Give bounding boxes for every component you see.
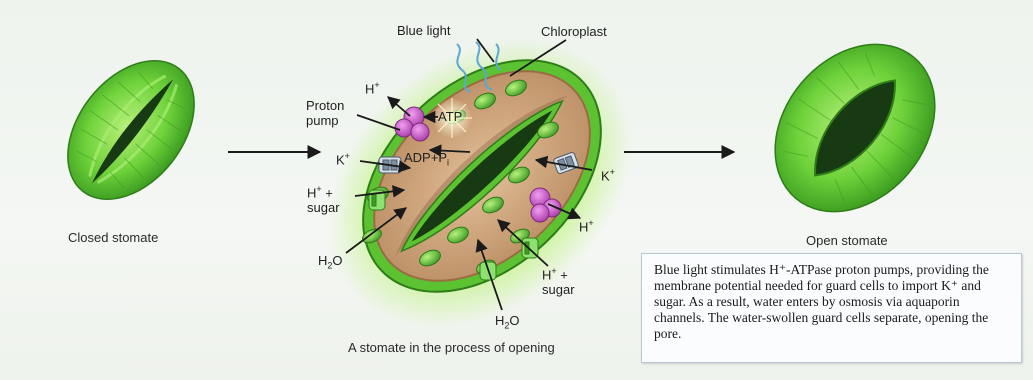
- closed-stomate-caption: Closed stomate: [68, 231, 158, 246]
- h-plus-right-label: H+: [579, 218, 594, 235]
- closed-stomate: [42, 37, 220, 224]
- opening-stomate-caption: A stomate in the process of opening: [348, 341, 555, 356]
- description-box: Blue light stimulates H⁺-ATPase proton p…: [641, 253, 1022, 363]
- k-plus-right-label: K+: [601, 167, 615, 184]
- atp-label: ATP: [438, 110, 462, 125]
- description-text: Blue light stimulates H⁺-ATPase proton p…: [654, 262, 989, 341]
- h2o-bottom-label: H2O: [495, 314, 520, 331]
- h-sugar-right-label: H+ +sugar: [542, 266, 575, 298]
- h2o-left-label: H2O: [318, 254, 343, 271]
- open-stomate-caption: Open stomate: [806, 234, 888, 249]
- blue-light-label: Blue light: [397, 24, 450, 39]
- adp-pi-label: ADP+Pi: [404, 151, 449, 168]
- chloroplast-label: Chloroplast: [541, 25, 607, 40]
- h-plus-top-label: H+: [365, 80, 380, 97]
- k-plus-left-label: K+: [336, 151, 350, 168]
- h-sugar-left-label: H+ +sugar: [307, 184, 340, 216]
- open-stomate: [742, 13, 968, 244]
